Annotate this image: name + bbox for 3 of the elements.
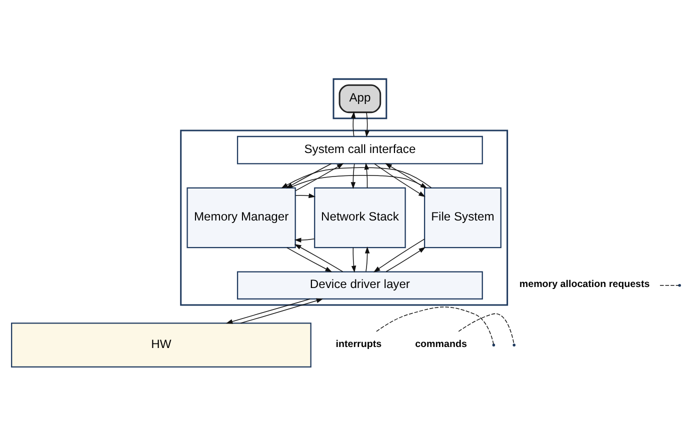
node-text: interrupts	[336, 338, 382, 350]
node-text: commands	[415, 338, 467, 350]
node-text: memory allocation requests	[519, 279, 650, 290]
